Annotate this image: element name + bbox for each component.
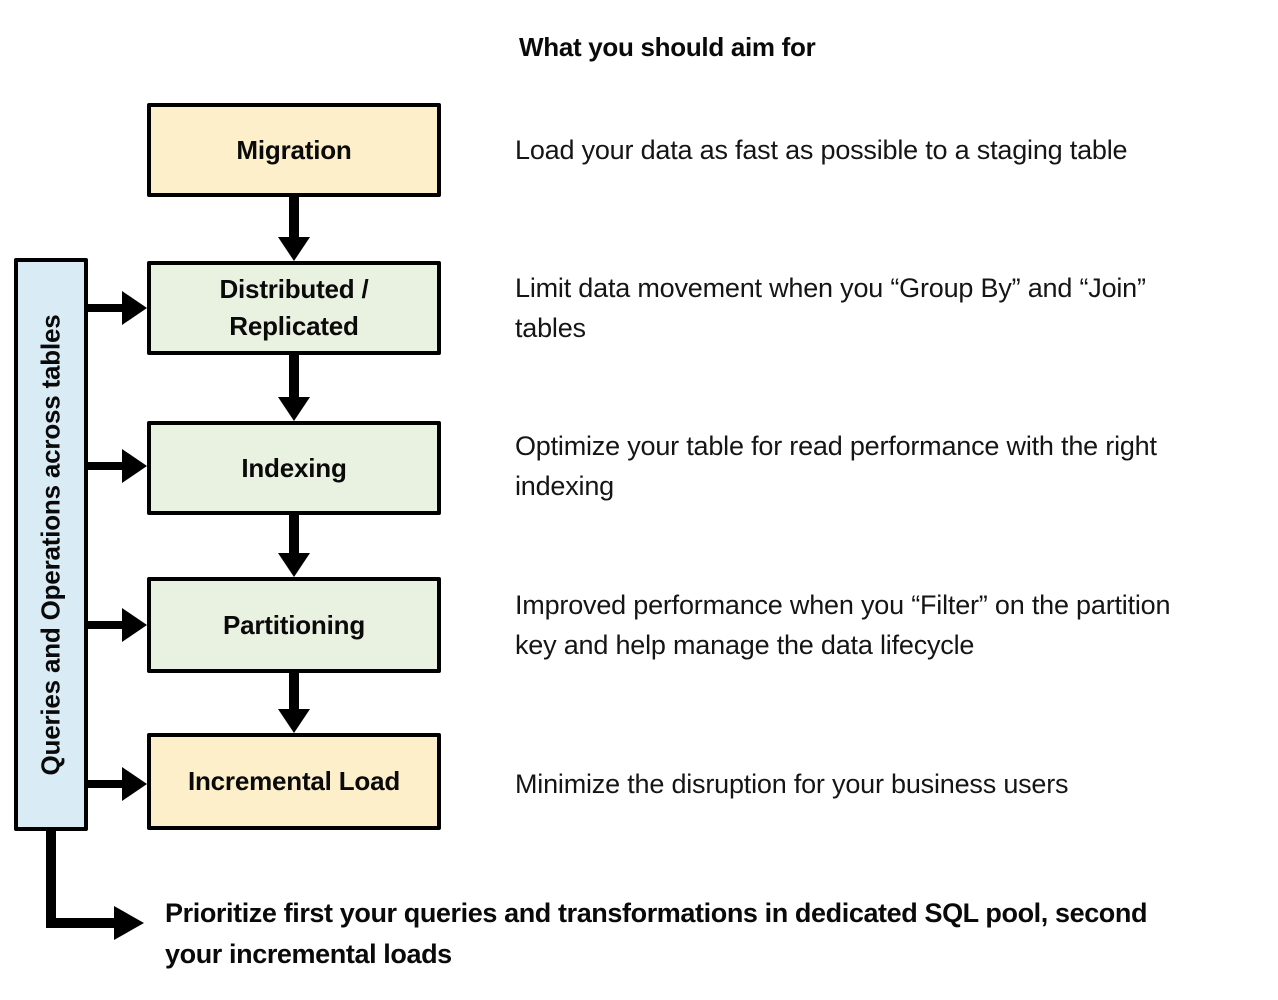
arrow-shaft bbox=[289, 197, 299, 239]
sidebar-label: Queries and Operations across tables bbox=[35, 314, 66, 775]
arrow-shaft bbox=[289, 355, 299, 399]
flow-step-label: Distributed / Replicated bbox=[219, 274, 369, 341]
flow-step-migration: Migration bbox=[147, 103, 441, 197]
flow-step-label: Partitioning bbox=[222, 609, 366, 640]
arrow-right-icon bbox=[88, 291, 147, 325]
elbow-arrow-vertical-segment bbox=[46, 829, 56, 928]
sidebar-group-box: Queries and Operations across tables bbox=[14, 258, 88, 831]
arrow-shaft bbox=[289, 515, 299, 555]
flow-step-indexing: Indexing bbox=[147, 421, 441, 515]
arrow-right-icon bbox=[88, 767, 147, 801]
arrow-right-icon bbox=[88, 449, 147, 483]
arrow-head bbox=[122, 608, 147, 642]
arrow-head bbox=[122, 291, 147, 325]
arrow-shaft bbox=[88, 621, 125, 629]
description-distributed-replicated: Limit data movement when you “Group By” … bbox=[515, 273, 1146, 343]
arrow-down-icon bbox=[278, 515, 310, 577]
arrow-shaft bbox=[88, 780, 125, 788]
arrow-shaft bbox=[88, 462, 125, 470]
arrow-down-icon bbox=[278, 355, 310, 421]
flow-step-incremental-load: Incremental Load bbox=[147, 733, 441, 830]
diagram-title: What you should aim for bbox=[519, 32, 816, 62]
arrow-head bbox=[278, 237, 310, 261]
flow-step-partitioning: Partitioning bbox=[147, 577, 441, 673]
arrow-shaft bbox=[289, 673, 299, 711]
arrow-head bbox=[122, 449, 147, 483]
flow-step-label: Incremental Load bbox=[187, 766, 401, 796]
arrow-right-icon bbox=[88, 608, 147, 642]
arrow-head bbox=[122, 767, 147, 801]
description-partitioning: Improved performance when you “Filter” o… bbox=[515, 590, 1171, 660]
arrow-shaft bbox=[88, 304, 125, 312]
arrow-head bbox=[278, 397, 310, 421]
description-migration: Load your data as fast as possible to a … bbox=[515, 135, 1128, 165]
arrow-down-icon bbox=[278, 673, 310, 733]
elbow-arrow-horizontal-segment bbox=[46, 918, 116, 928]
flow-step-label: Indexing bbox=[241, 452, 347, 483]
description-indexing: Optimize your table for read performance… bbox=[515, 431, 1157, 501]
arrow-head bbox=[114, 906, 144, 940]
flow-step-label: Migration bbox=[236, 134, 352, 165]
footer-note: Prioritize first your queries and transf… bbox=[165, 898, 1148, 969]
arrow-head bbox=[278, 553, 310, 577]
arrow-head bbox=[278, 709, 310, 733]
arrow-down-icon bbox=[278, 197, 310, 261]
description-incremental-load: Minimize the disruption for your busines… bbox=[515, 769, 1069, 799]
flow-step-distributed-replicated: Distributed / Replicated bbox=[147, 261, 441, 355]
